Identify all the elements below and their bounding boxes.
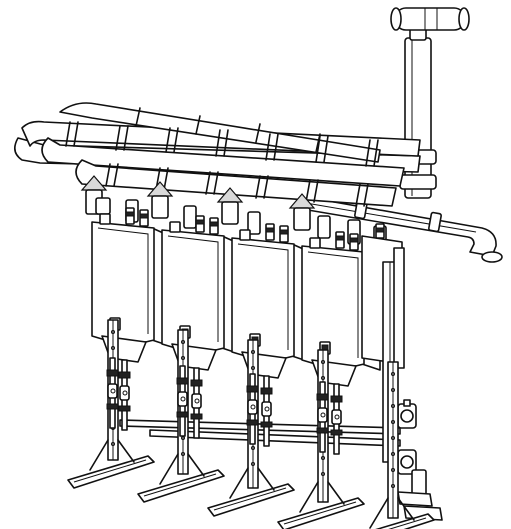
floor-stand-group <box>67 319 435 529</box>
valve-drop-4 <box>190 367 203 439</box>
valve-drop-1 <box>106 357 119 429</box>
water-heater-group <box>91 207 403 387</box>
flue-run-middle <box>41 137 405 187</box>
water-heater-3 <box>231 223 311 379</box>
valve-drop-5 <box>246 373 259 445</box>
water-heater-1 <box>91 207 171 363</box>
valve-drop-7 <box>316 381 329 453</box>
riser-tee-cap <box>394 7 466 31</box>
valve-drop-3 <box>176 365 189 437</box>
header-elbow-outlet <box>481 251 503 263</box>
supply-flanges <box>397 399 443 521</box>
flue-couplings <box>65 107 379 207</box>
stand-foot-5 <box>375 513 435 529</box>
valve-drop-6 <box>260 375 273 447</box>
water-heater-2 <box>161 215 241 371</box>
floor-stand-5 <box>369 361 435 529</box>
valve-drop-8 <box>330 383 343 455</box>
valve-drop-2 <box>118 359 131 431</box>
